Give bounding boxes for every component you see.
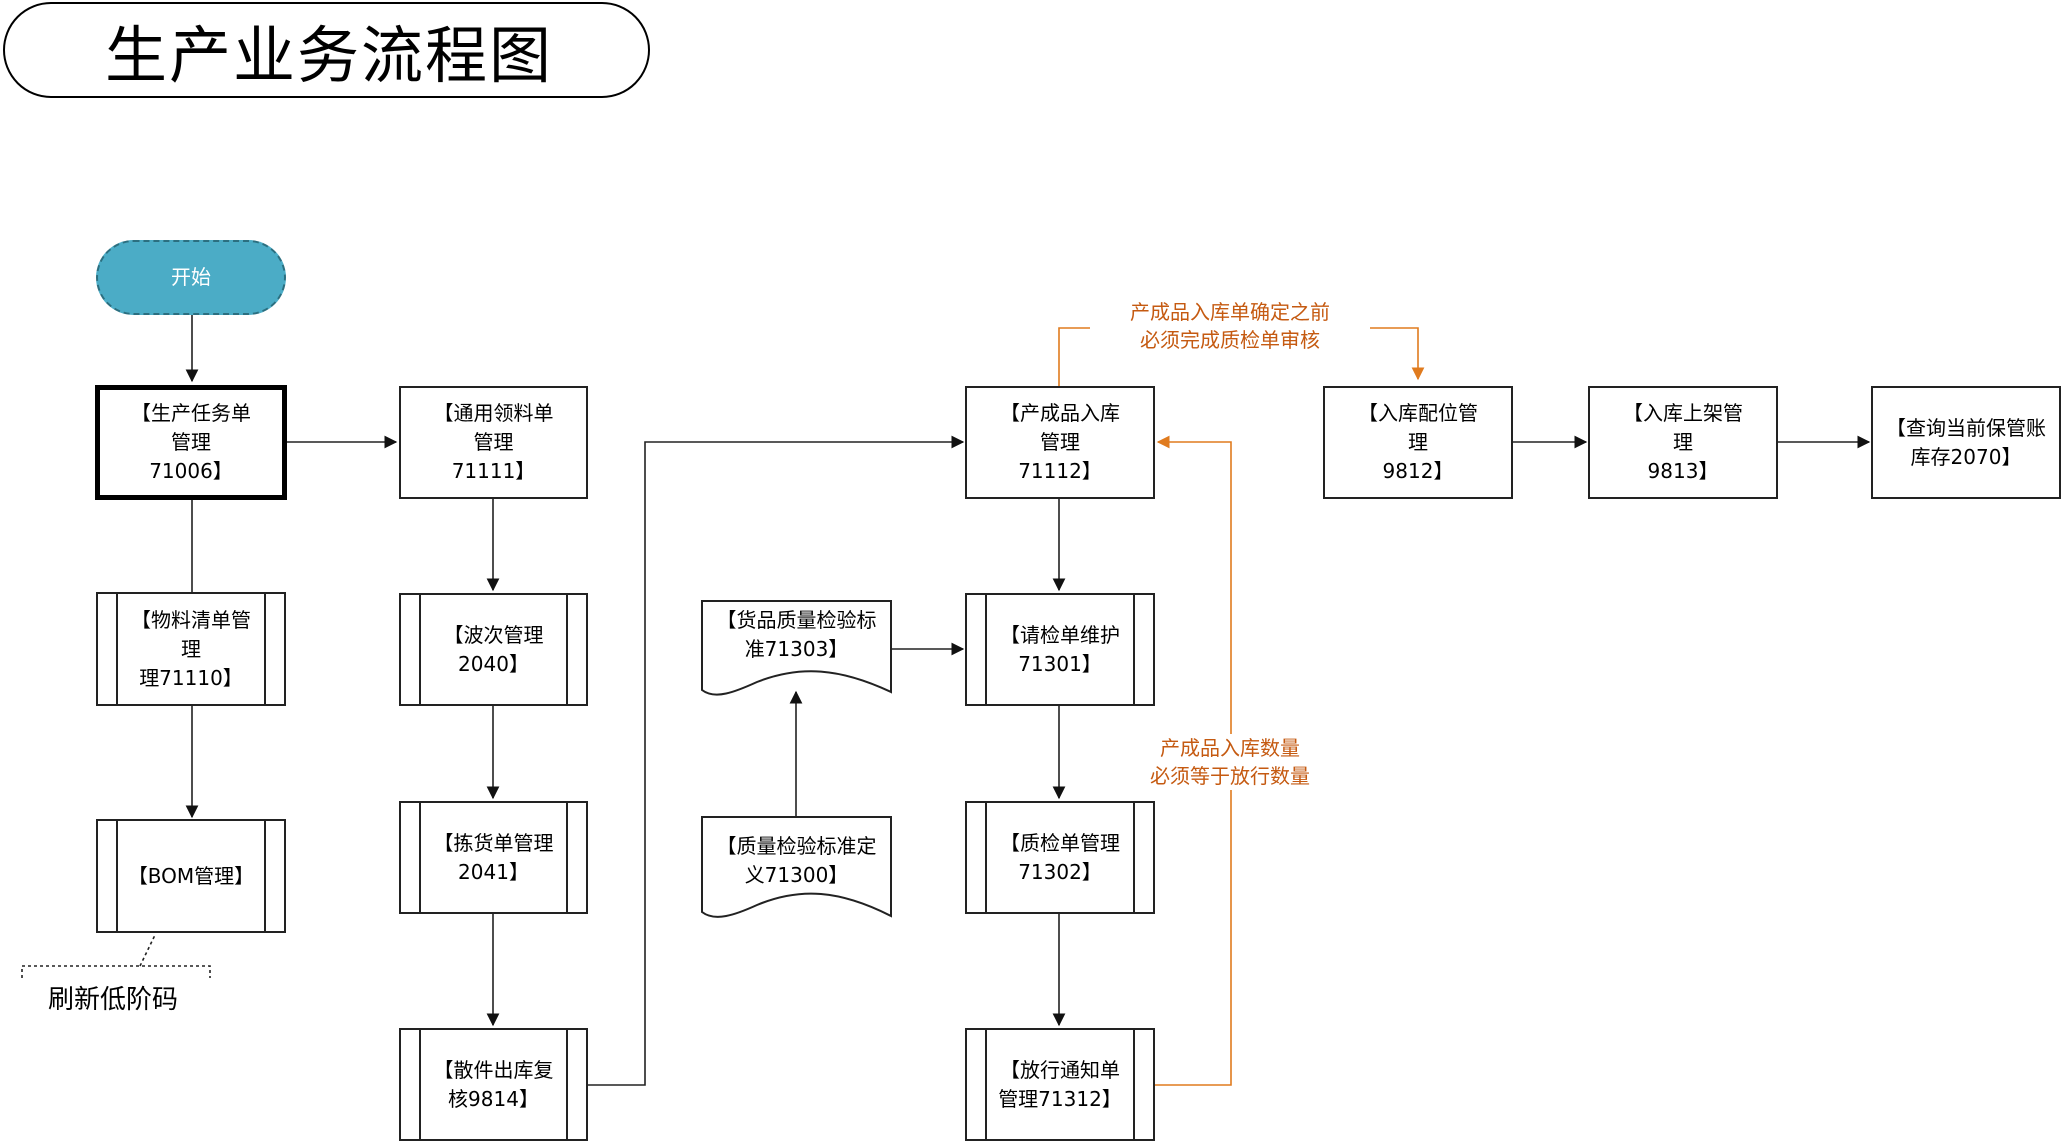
- node-71312[interactable]: 【放行通知单 管理71312】: [965, 1028, 1155, 1141]
- node-2070[interactable]: 【查询当前保管账 库存2070】: [1871, 386, 2061, 499]
- node-71110[interactable]: 【物料清单管理 理71110】: [96, 592, 286, 706]
- node-71301-label: 【请检单维护 71301】: [1000, 622, 1120, 676]
- node-71112-label: 【产成品入库管理 71112】: [1000, 401, 1120, 483]
- node-2040-label: 【波次管理 2040】: [443, 622, 544, 676]
- node-9814[interactable]: 【散件出库复 核9814】: [399, 1028, 588, 1141]
- start-label: 开始: [171, 265, 211, 289]
- node-2041-label: 【拣货单管理 2041】: [433, 830, 554, 884]
- node-71302[interactable]: 【质检单管理 71302】: [965, 801, 1155, 914]
- node-2070-label: 【查询当前保管账 库存2070】: [1886, 415, 2046, 469]
- node-9812-label: 【入库配位管理 9812】: [1358, 401, 1478, 483]
- node-bom-label: 【BOM管理】: [127, 863, 255, 888]
- doc-shape-71303: [701, 600, 892, 696]
- note-qty-equal: 产成品入库数量 必须等于放行数量: [1120, 734, 1340, 790]
- node-9813-label: 【入库上架管理 9813】: [1623, 401, 1743, 483]
- node-71111[interactable]: 【通用领料单管理 71111】: [399, 386, 588, 499]
- node-9813[interactable]: 【入库上架管理 9813】: [1588, 386, 1778, 499]
- node-71312-label: 【放行通知单 管理71312】: [998, 1057, 1122, 1111]
- node-9812[interactable]: 【入库配位管理 9812】: [1323, 386, 1513, 499]
- edge-9814-to-71112: [587, 435, 965, 1086]
- node-71112[interactable]: 【产成品入库管理 71112】: [965, 386, 1155, 499]
- node-bom[interactable]: 【BOM管理】: [96, 819, 286, 933]
- doc-shape-71300: [701, 816, 892, 918]
- start-node[interactable]: 开始: [96, 240, 286, 315]
- diagram-title: 生产业务流程图: [105, 19, 554, 92]
- note-before-confirm: 产成品入库单确定之前 必须完成质检单审核: [1090, 298, 1370, 354]
- node-71006-label: 【生产任务单管理 71006】: [131, 401, 251, 483]
- annotation-refresh-low-level-code: 刷新低阶码: [48, 985, 179, 1015]
- node-2040[interactable]: 【波次管理 2040】: [399, 593, 588, 706]
- node-71301[interactable]: 【请检单维护 71301】: [965, 593, 1155, 706]
- node-71302-label: 【质检单管理 71302】: [1000, 830, 1120, 884]
- node-71300-label[interactable]: 【质量检验标准定 义71300】: [716, 834, 877, 887]
- node-71111-label: 【通用领料单管理 71111】: [433, 401, 554, 483]
- diagram-title-box: 生产业务流程图: [3, 2, 650, 98]
- node-71303-label[interactable]: 【货品质量检验标 准71303】: [716, 608, 877, 661]
- node-71110-label: 【物料清单管理 理71110】: [131, 607, 251, 690]
- node-71006[interactable]: 【生产任务单管理 71006】: [95, 385, 287, 500]
- annotation-bracket: [21, 965, 211, 978]
- node-9814-label: 【散件出库复 核9814】: [433, 1057, 554, 1111]
- node-2041[interactable]: 【拣货单管理 2041】: [399, 801, 588, 914]
- annotation-leader: [139, 934, 156, 967]
